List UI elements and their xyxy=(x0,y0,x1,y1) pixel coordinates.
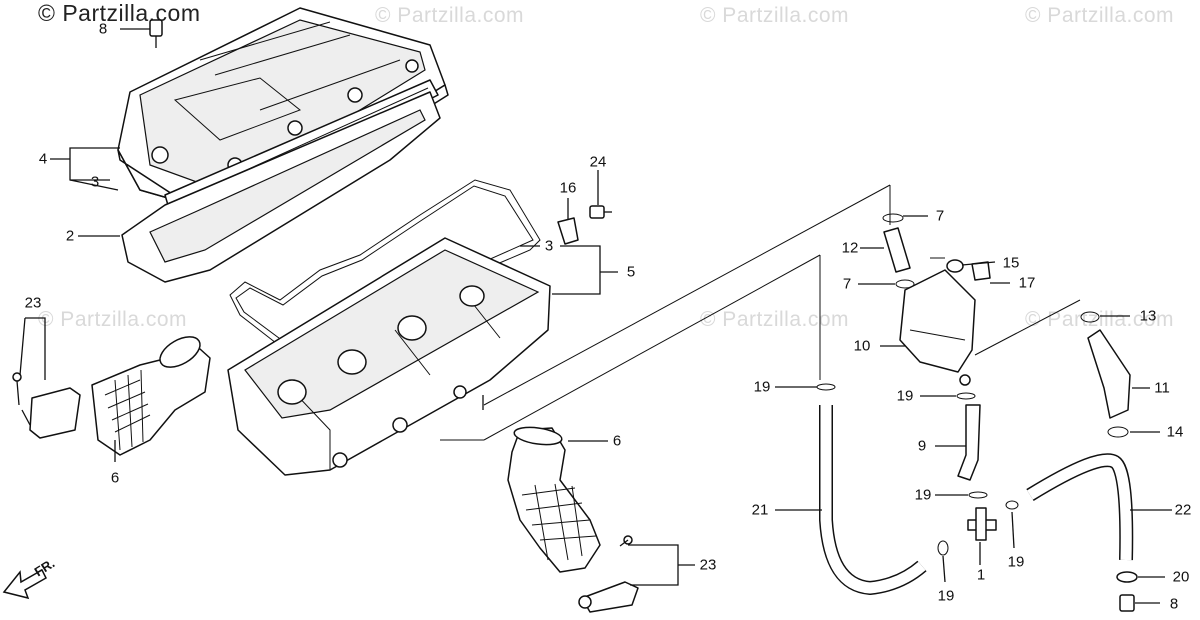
callout-6-left: 6 xyxy=(110,469,120,487)
callout-19-c: 19 xyxy=(914,486,932,504)
callout-15: 15 xyxy=(1002,254,1020,272)
callout-8-top: 8 xyxy=(98,20,108,38)
clamp-band-left xyxy=(12,372,81,439)
intake-funnel-left xyxy=(91,336,211,456)
callout-21: 21 xyxy=(751,501,769,519)
watermark-primary: © Partzilla.com xyxy=(38,0,201,26)
callout-14: 14 xyxy=(1166,423,1184,441)
intake-funnel-right xyxy=(507,426,601,573)
hose-11 xyxy=(1087,329,1131,419)
callout-12: 12 xyxy=(841,239,859,257)
callout-7-lower: 7 xyxy=(842,275,852,293)
callout-11: 11 xyxy=(1154,379,1170,397)
callout-17: 17 xyxy=(1018,274,1036,292)
watermark: © Partzilla.com xyxy=(1025,308,1175,331)
callout-7-top: 7 xyxy=(935,207,945,225)
callout-6-right: 6 xyxy=(612,432,622,450)
bolt-24 xyxy=(589,205,612,219)
hose-21 xyxy=(819,405,927,596)
callout-23-right: 23 xyxy=(699,556,717,574)
callout-19-b: 19 xyxy=(896,387,914,405)
callout-9: 9 xyxy=(917,437,927,455)
air-cleaner-lower-case xyxy=(227,237,551,476)
callout-23-left: 23 xyxy=(24,294,42,312)
callout-8-bottom: 8 xyxy=(1169,595,1179,613)
callout-2: 2 xyxy=(65,227,75,245)
callout-19-d: 19 xyxy=(1007,553,1025,571)
hose-9 xyxy=(957,404,981,481)
hose-clips xyxy=(816,213,1138,612)
front-direction-arrow xyxy=(2,568,47,600)
callout-3-lower: 3 xyxy=(544,237,554,255)
callout-19-e: 19 xyxy=(937,587,955,605)
callout-4: 4 xyxy=(38,150,48,168)
watermark: © Partzilla.com xyxy=(700,4,850,27)
callout-3-upper: 3 xyxy=(90,173,100,191)
watermark: © Partzilla.com xyxy=(375,4,525,27)
three-way-joint xyxy=(967,507,997,541)
callout-19-a: 19 xyxy=(753,378,771,396)
leader-lines xyxy=(19,28,1172,604)
callout-10: 10 xyxy=(853,337,871,355)
callout-5: 5 xyxy=(626,263,636,281)
callout-16: 16 xyxy=(559,179,577,197)
bolt-top xyxy=(149,19,163,48)
breather-separator xyxy=(899,259,991,386)
callout-1: 1 xyxy=(976,566,986,584)
callout-20: 20 xyxy=(1172,568,1190,586)
clip-16 xyxy=(557,217,579,245)
callout-24: 24 xyxy=(589,153,607,171)
callout-13: 13 xyxy=(1139,307,1157,325)
watermark: © Partzilla.com xyxy=(1025,4,1175,27)
watermark: © Partzilla.com xyxy=(38,308,188,331)
clamp-band-right xyxy=(578,535,639,613)
hose-22 xyxy=(1026,453,1134,561)
callout-22: 22 xyxy=(1174,501,1192,519)
watermark: © Partzilla.com xyxy=(700,308,850,331)
hose-12 xyxy=(883,227,911,273)
air-filter-element xyxy=(121,91,441,283)
